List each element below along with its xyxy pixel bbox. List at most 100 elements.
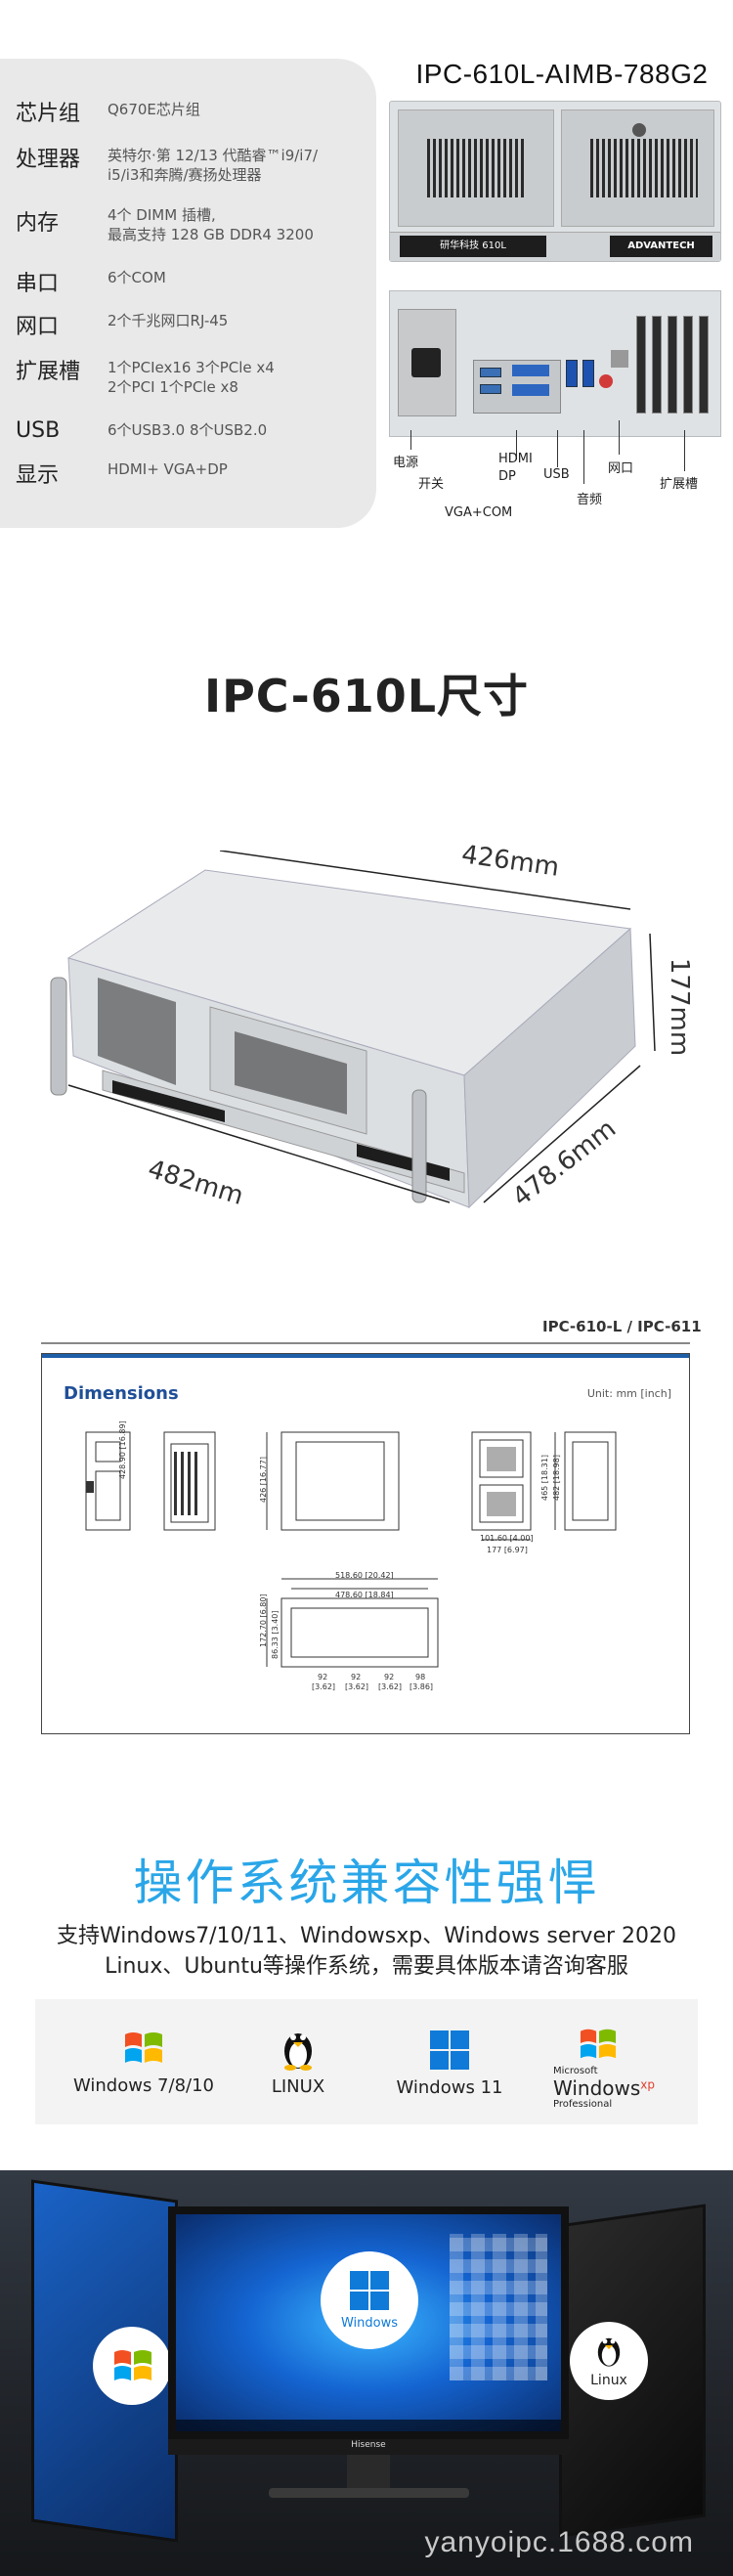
dim-label: [3.62] (312, 1682, 336, 1691)
spec-label: 显示 (16, 463, 60, 488)
dim-label: [3.86] (410, 1682, 434, 1691)
lock-icon (632, 123, 646, 137)
dim-label: 177 [6.97] (487, 1546, 528, 1554)
leader-line (583, 430, 584, 484)
dim-label: 478.60 [18.84] (335, 1591, 394, 1599)
spec-value: HDMI+ VGA+DP (108, 460, 228, 478)
spec-value: 6个COM (108, 269, 166, 286)
spec-label: 网口 (16, 315, 60, 339)
dim-label: 92 (384, 1673, 395, 1681)
monitor-screen: Windows (168, 2206, 569, 2439)
tux-icon (284, 2033, 312, 2071)
label-power: 电源 (393, 456, 419, 470)
chassis-rear-image (389, 290, 721, 437)
lan-port (611, 350, 628, 368)
unit-note: Unit: mm [inch] (586, 1387, 671, 1400)
audio-jack (599, 374, 613, 388)
chassis-3d-image (50, 851, 656, 1209)
expansion-slot (699, 316, 709, 414)
windows-flag-icon (125, 2032, 162, 2063)
xp-edition: Professional (553, 2099, 613, 2110)
label-usb: USB (543, 467, 570, 482)
expansion-slot (683, 316, 693, 414)
xp-wordmark: Windowsxp (553, 2076, 674, 2100)
spec-value: i5/i3和奔腾/赛扬处理器 (108, 166, 262, 184)
dim-label: 92 (351, 1673, 362, 1681)
taskbar (176, 2420, 561, 2431)
spec-label: 扩展槽 (16, 360, 81, 384)
tux-icon (597, 2337, 621, 2367)
vga-port (512, 365, 549, 376)
front-badge: 研华科技 610L (400, 236, 546, 257)
spec-label: 处理器 (16, 148, 81, 172)
dim-label: 482 [18.98] (552, 1455, 561, 1501)
model-title: IPC-610L-AIMB-788G2 (415, 59, 709, 89)
dim-label: 98 (415, 1673, 426, 1681)
dp-port (480, 384, 501, 394)
dim-label: 426 [16.77] (259, 1457, 268, 1503)
windows11-icon (430, 2030, 469, 2070)
expansion-slot (668, 316, 677, 414)
drawing-accent-bar (42, 1354, 689, 1358)
desktop-icons (450, 2234, 547, 2380)
watermark: yanyoipc.1688.com (424, 2526, 694, 2558)
dim-label: 428.90 [16.89] (118, 1420, 127, 1479)
label-hdmi: HDMI (498, 452, 533, 466)
usb-port (582, 360, 594, 387)
label-expansion: 扩展槽 (660, 477, 699, 492)
expansion-slot (636, 316, 646, 414)
front-left-vent (427, 139, 525, 197)
label-lan: 网口 (608, 461, 634, 476)
spec-value: 最高支持 128 GB DDR4 3200 (108, 226, 314, 243)
spec-value: 4个 DIMM 插槽, (108, 206, 216, 224)
leader-line (557, 430, 558, 467)
dim-label: [3.62] (345, 1682, 369, 1691)
windows11-icon (350, 2271, 389, 2310)
spec-value: 1个PCIex16 3个PCle x4 (108, 359, 275, 376)
dim-label: [3.62] (378, 1682, 403, 1691)
left-logo-circle (93, 2327, 171, 2405)
xp-suffix: xp (640, 2077, 655, 2092)
spec-value: Q670E芯片组 (108, 101, 200, 118)
hdmi-port (480, 368, 501, 377)
spec-value: 英特尔·第 12/13 代酷睿™i9/i7/ (108, 147, 319, 164)
dim-label: 86.33 [3.40] (271, 1610, 280, 1660)
os-label: Windows 11 (396, 2077, 503, 2098)
monitor-brand: Hisense (351, 2440, 386, 2450)
xp-prefix: Microsoft (553, 2066, 598, 2076)
label-audio: 音频 (577, 493, 603, 507)
front-right-vent (590, 139, 698, 197)
header-rule (41, 1342, 690, 1344)
os-description-line1: 支持Windows7/10/11、Windowsxp、Windows serve… (56, 1924, 677, 1948)
center-logo-label: Windows (340, 2316, 399, 2331)
label-dp: DP (498, 469, 516, 484)
leader-line (684, 430, 685, 471)
leader-line (516, 430, 517, 459)
os-label: LINUX (271, 2076, 325, 2097)
monitor-neck (347, 2455, 390, 2488)
drawing-header: IPC-610-L / IPC-611 (542, 1318, 702, 1335)
spec-value: 2个PCI 1个PCle x8 (108, 378, 238, 396)
leader-line (410, 430, 411, 450)
com-port (512, 384, 549, 396)
label-vga-com: VGA+COM (445, 505, 513, 520)
spec-panel (0, 59, 376, 528)
os-item-linux: LINUX (249, 2024, 347, 2097)
spec-label: 芯片组 (16, 102, 81, 126)
chassis-front-image: 研华科技 610L ADVANTECH (389, 101, 721, 262)
dimensions-title: IPC-610L尺寸 (203, 670, 530, 722)
expansion-slot (652, 316, 662, 414)
dim-label: 172.70 [6.80] (259, 1594, 268, 1647)
os-label: Windows (553, 2076, 641, 2100)
spec-label: USB (16, 418, 61, 443)
drawing-views (85, 1431, 617, 1668)
power-socket-icon (411, 348, 441, 377)
right-logo-circle: Linux (570, 2322, 648, 2400)
dim-label: 92 (318, 1673, 328, 1681)
os-label: Windows 7/8/10 (72, 2075, 214, 2096)
label-switch: 开关 (418, 477, 445, 492)
os-item-windowsxp: Microsoft Windowsxp Professional (547, 2026, 674, 2110)
windows-flag-icon (114, 2350, 151, 2380)
windows-xp-icon (580, 2029, 617, 2059)
usb-port (566, 360, 578, 387)
